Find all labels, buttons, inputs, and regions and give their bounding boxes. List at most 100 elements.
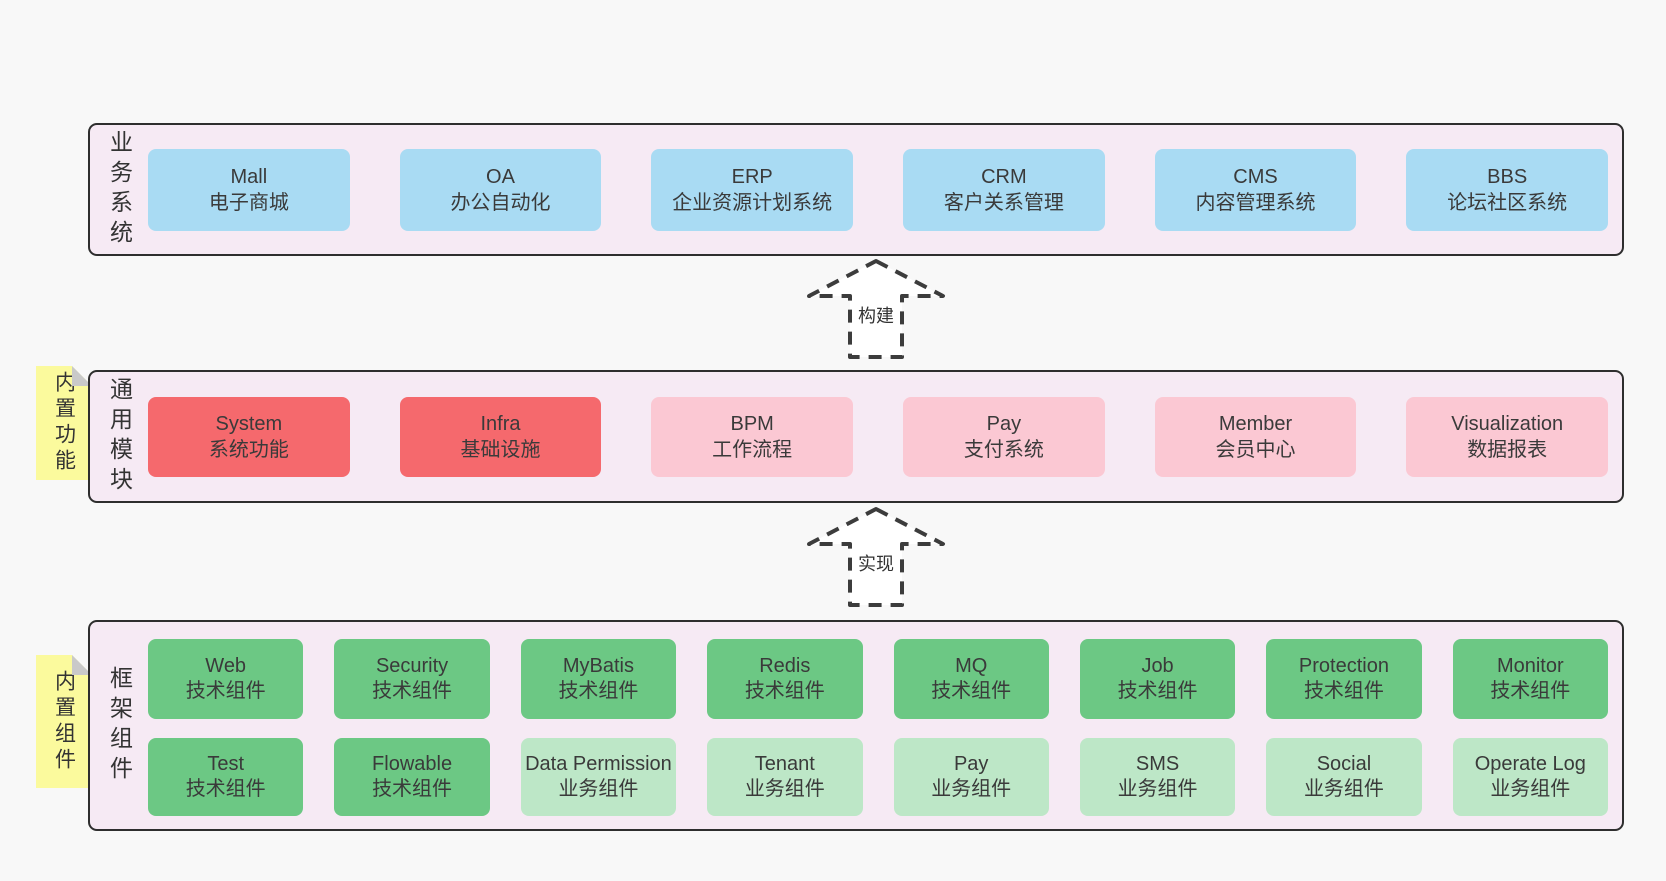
- box-title: Security: [375, 655, 449, 677]
- box-subtitle: 业务组件: [1303, 778, 1384, 800]
- box-title: Flowable: [372, 753, 453, 775]
- box-subtitle: 企业资源计划系统: [672, 191, 833, 214]
- box-subtitle: 电子商城: [208, 191, 289, 214]
- box-bbs: BBS 论坛社区系统: [1406, 148, 1609, 231]
- box-title: System: [215, 412, 283, 435]
- box-monitor: Monitor 技术组件: [1452, 639, 1608, 719]
- box-member: Member 会员中心: [1154, 396, 1357, 477]
- box-subtitle: 工作流程: [712, 438, 793, 461]
- components-row-tech: Web 技术组件 Security 技术组件 MyBatis 技术组件 Redi…: [148, 639, 1608, 719]
- box-web: Web 技术组件: [148, 639, 304, 719]
- box-visualization: Visualization 数据报表: [1406, 396, 1609, 477]
- box-operate-log: Operate Log 业务组件: [1452, 738, 1608, 816]
- box-mybatis: MyBatis 技术组件: [520, 639, 677, 719]
- arrow-label: 实现: [858, 554, 894, 574]
- box-subtitle: 技术组件: [185, 680, 266, 702]
- box-title: OA: [486, 165, 515, 188]
- box-flowable: Flowable 技术组件: [334, 738, 490, 816]
- arrow-build: 构建: [806, 258, 946, 360]
- box-erp: ERP 企业资源计划系统: [651, 148, 854, 231]
- box-title: Member: [1218, 412, 1293, 435]
- box-subtitle: 技术组件: [744, 680, 825, 702]
- layer-label: 通用模块: [106, 376, 133, 497]
- box-title: Visualization: [1451, 412, 1564, 435]
- box-pay-biz: Pay 业务组件: [893, 738, 1049, 816]
- box-tenant: Tenant 业务组件: [707, 738, 863, 816]
- box-title: Job: [1141, 655, 1174, 677]
- layer-business-systems: 业务系统 Mall 电子商城 OA 办公自动化 ERP 企业资源计划系统 CRM…: [88, 123, 1624, 256]
- box-subtitle: 技术组件: [558, 680, 639, 702]
- box-subtitle: 业务组件: [1117, 778, 1198, 800]
- dashed-up-arrow-icon: [807, 259, 945, 359]
- box-subtitle: 技术组件: [372, 778, 453, 800]
- layer-common-modules: 通用模块 System 系统功能 Infra 基础设施 BPM 工作流程 Pay…: [88, 370, 1624, 503]
- box-redis: Redis 技术组件: [707, 639, 863, 719]
- box-infra: Infra 基础设施: [399, 396, 602, 477]
- box-subtitle: 数据报表: [1467, 438, 1548, 461]
- box-title: Monitor: [1496, 655, 1564, 677]
- dashed-up-arrow-icon: [807, 507, 945, 607]
- box-data-permission: Data Permission 业务组件: [520, 738, 677, 816]
- box-subtitle: 业务组件: [1490, 778, 1571, 800]
- layer-label-wrap: 通用模块: [90, 372, 148, 501]
- box-title: BPM: [730, 412, 774, 435]
- layer-framework-components: 框架组件 Web 技术组件 Security 技术组件 MyBatis 技术组件…: [88, 620, 1624, 831]
- box-job: Job 技术组件: [1079, 639, 1236, 719]
- note-label: 内置功能: [52, 371, 76, 475]
- box-title: Pay: [986, 412, 1022, 435]
- components-rows-area: Web 技术组件 Security 技术组件 MyBatis 技术组件 Redi…: [148, 622, 1622, 829]
- box-subtitle: 支付系统: [963, 438, 1044, 461]
- layer-label: 业务系统: [106, 129, 133, 250]
- box-title: Mall: [230, 165, 268, 188]
- box-subtitle: 系统功能: [208, 438, 289, 461]
- box-title: CRM: [981, 165, 1027, 188]
- box-subtitle: 会员中心: [1215, 438, 1296, 461]
- arrow-label: 构建: [858, 306, 894, 326]
- sticky-note-builtin-features: 内置功能: [36, 366, 92, 480]
- box-title: Data Permission: [525, 753, 672, 775]
- box-test: Test 技术组件: [148, 738, 304, 816]
- box-subtitle: 技术组件: [1117, 680, 1198, 702]
- box-system: System 系统功能: [148, 396, 350, 477]
- box-cms: CMS 内容管理系统: [1154, 148, 1357, 231]
- box-subtitle: 业务组件: [744, 778, 825, 800]
- box-security: Security 技术组件: [334, 639, 490, 719]
- sticky-note-builtin-components: 内置组件: [36, 655, 92, 788]
- layer-label: 框架组件: [106, 665, 133, 786]
- box-title: Protection: [1298, 655, 1389, 677]
- box-pay: Pay 支付系统: [903, 396, 1105, 477]
- box-title: ERP: [731, 165, 773, 188]
- box-subtitle: 业务组件: [931, 778, 1012, 800]
- box-subtitle: 技术组件: [372, 680, 453, 702]
- box-title: Operate Log: [1474, 753, 1586, 775]
- box-title: Test: [207, 753, 245, 775]
- box-title: SMS: [1135, 753, 1180, 775]
- layer-label-wrap: 框架组件: [90, 622, 148, 829]
- box-social: Social 业务组件: [1266, 738, 1422, 816]
- box-title: Social: [1316, 753, 1372, 775]
- box-title: MQ: [955, 655, 988, 677]
- box-protection: Protection 技术组件: [1266, 639, 1422, 719]
- box-title: Web: [205, 655, 247, 677]
- box-title: Pay: [953, 753, 989, 775]
- modules-boxes-area: System 系统功能 Infra 基础设施 BPM 工作流程 Pay 支付系统…: [148, 372, 1622, 501]
- box-title: CMS: [1233, 165, 1278, 188]
- box-subtitle: 技术组件: [185, 778, 266, 800]
- box-title: Tenant: [754, 753, 815, 775]
- box-title: Infra: [480, 412, 521, 435]
- note-label: 内置组件: [52, 669, 76, 774]
- box-mq: MQ 技术组件: [893, 639, 1049, 719]
- box-sms: SMS 业务组件: [1079, 738, 1236, 816]
- box-title: MyBatis: [562, 655, 634, 677]
- box-title: Redis: [759, 655, 811, 677]
- box-subtitle: 业务组件: [558, 778, 639, 800]
- box-crm: CRM 客户关系管理: [903, 148, 1105, 231]
- box-subtitle: 办公自动化: [450, 191, 551, 214]
- arrow-implement: 实现: [806, 506, 946, 608]
- box-oa: OA 办公自动化: [399, 148, 602, 231]
- box-subtitle: 论坛社区系统: [1447, 191, 1568, 214]
- box-subtitle: 技术组件: [931, 680, 1012, 702]
- components-row-business: Test 技术组件 Flowable 技术组件 Data Permission …: [148, 738, 1608, 816]
- box-subtitle: 技术组件: [1490, 680, 1571, 702]
